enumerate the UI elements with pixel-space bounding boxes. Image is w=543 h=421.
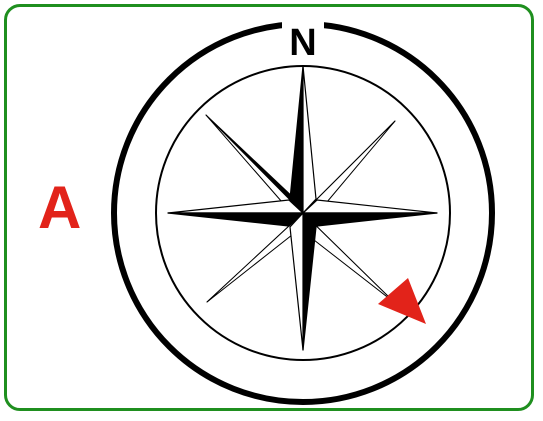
north-label: N — [289, 22, 316, 64]
red-triangle-arrow-icon — [378, 278, 426, 324]
